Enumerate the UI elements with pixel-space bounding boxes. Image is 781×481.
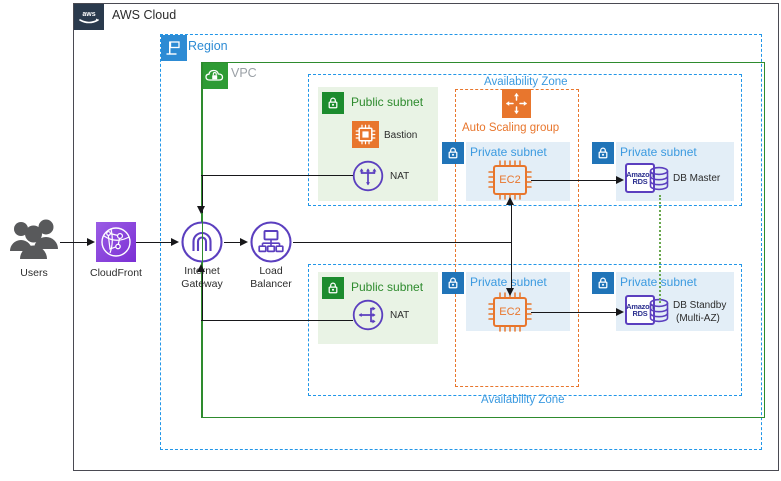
ec2-pins-decoration <box>488 160 532 200</box>
connector-nat-top-to-igw <box>201 175 353 176</box>
nat-gateway-icon[interactable] <box>352 299 384 336</box>
connector-db-replication <box>659 195 661 303</box>
rds-badge-line1: Amazon <box>626 301 654 311</box>
arrowhead-right <box>616 175 624 184</box>
lock-icon <box>322 277 344 299</box>
connector-nat-bottom-vertical <box>201 270 203 320</box>
connector-nat-top-vertical <box>201 175 203 213</box>
arrowhead-right <box>87 237 95 246</box>
vpc-label: VPC <box>231 66 257 80</box>
private-subnet-db-top-label: Private subnet <box>620 145 697 159</box>
public-subnet-bottom-label: Public subnet <box>351 280 424 294</box>
public-subnet-top-label: Public subnet <box>351 95 424 109</box>
db-standby-label-line1: DB Standby <box>673 300 727 311</box>
connector-igw-to-load-balancer <box>224 242 241 243</box>
ec2-bottom-label: EC2 <box>499 306 521 318</box>
ec2-instance-icon[interactable]: EC2 <box>493 165 527 195</box>
db-standby-label-line2: (Multi-AZ) <box>676 313 720 324</box>
arrowhead-right <box>240 237 248 246</box>
connector-ec2-bottom-to-db-standby <box>531 312 617 313</box>
auto-scaling-icon <box>502 89 531 118</box>
rds-badge-line2: RDS <box>632 177 648 186</box>
ec2-instance-icon[interactable]: EC2 <box>493 297 527 327</box>
load-balancer-label-line1: Load <box>259 265 283 277</box>
lock-icon <box>322 92 344 114</box>
nat-bottom-label: NAT <box>390 310 410 321</box>
lock-icon <box>592 142 614 164</box>
database-cylinder-icon <box>649 166 669 191</box>
region-flag-icon <box>161 35 187 61</box>
vpc-edge-line <box>201 62 203 418</box>
arrowhead-down <box>197 206 205 214</box>
private-subnet-db-bottom-label: Private subnet <box>620 275 697 289</box>
connector-nat-bottom-to-igw <box>201 320 353 321</box>
arrowhead-up <box>506 197 514 205</box>
cloudfront-label: CloudFront <box>90 267 142 279</box>
arrowhead-right <box>171 237 179 246</box>
vpc-cloud-lock-icon <box>202 63 228 89</box>
arrowhead-up <box>197 264 205 272</box>
connector-users-to-cloudfront <box>60 242 88 243</box>
availability-zone-bottom-label: Availability Zone <box>481 394 565 406</box>
nat-gateway-icon[interactable] <box>352 160 384 197</box>
load-balancer-icon[interactable] <box>249 220 293 269</box>
ec2-pins-decoration <box>488 292 532 332</box>
rds-badge-line2: RDS <box>632 309 648 318</box>
svg-text:aws: aws <box>82 11 95 18</box>
private-subnet-ec2-top-label: Private subnet <box>470 145 547 159</box>
arrowhead-right <box>616 307 624 316</box>
bastion-label: Bastion <box>384 130 418 141</box>
region-label: Region <box>188 39 228 53</box>
lock-icon <box>592 272 614 294</box>
connector-bus-to-ec2-bottom <box>510 242 512 289</box>
lock-icon <box>442 272 464 294</box>
connector-ec2-top-to-db-master <box>531 180 617 181</box>
lock-icon <box>442 142 464 164</box>
availability-zone-top-boundary <box>308 74 742 206</box>
connector-load-balancer-to-bus <box>293 242 511 243</box>
arrowhead-down <box>506 288 514 296</box>
aws-logo-icon: aws <box>74 4 104 30</box>
rds-badge-line1: Amazon <box>626 169 654 179</box>
availability-zone-bottom-boundary <box>308 264 742 396</box>
private-subnet-ec2-bottom <box>466 272 570 331</box>
cloudfront-icon[interactable] <box>96 222 136 262</box>
users-label: Users <box>20 267 48 279</box>
private-subnet-ec2-top <box>466 142 570 201</box>
load-balancer-label-line2: Balancer <box>250 278 292 290</box>
database-cylinder-icon <box>649 298 669 323</box>
bastion-host-icon[interactable] <box>352 121 379 148</box>
auto-scaling-group-label: Auto Scaling group <box>462 122 560 134</box>
ec2-top-label: EC2 <box>499 174 521 186</box>
nat-top-label: NAT <box>390 171 410 182</box>
users-icon <box>10 219 58 259</box>
private-subnet-ec2-bottom-label: Private subnet <box>470 275 547 289</box>
connector-cloudfront-to-igw <box>136 242 172 243</box>
availability-zone-top-label: Availability Zone <box>484 76 568 88</box>
db-master-label: DB Master <box>673 173 721 184</box>
connector-bus-to-ec2-top <box>510 203 512 242</box>
amazon-rds-icon[interactable]: Amazon RDS <box>625 295 655 325</box>
aws-cloud-label: AWS Cloud <box>112 8 177 22</box>
